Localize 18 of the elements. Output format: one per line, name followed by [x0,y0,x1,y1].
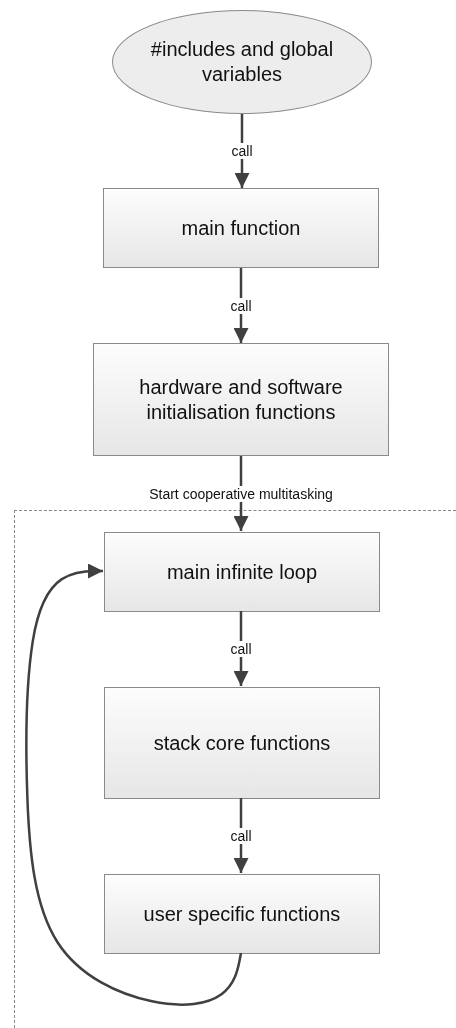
process-box [104,532,380,612]
node-label: hardware and software initialisation functions [138,374,344,425]
edge-label: call [228,827,254,844]
edge-label: call [229,143,255,159]
edge-label: call [228,297,254,314]
dashed-region [14,510,456,1028]
edge-label: Start cooperative multitasking [147,485,335,502]
edge-label: call [228,640,254,657]
node-label: user specific functions [142,901,342,927]
process-box [103,188,379,268]
node-label: main function [180,215,302,241]
node-label: #includes and global variables [149,37,335,87]
node-label: stack core functions [152,730,332,756]
loop-back-arrow [25,563,243,1006]
node-label: main infinite loop [165,559,319,585]
process-box [104,874,380,954]
process-box [104,687,380,799]
process-box [93,343,389,456]
